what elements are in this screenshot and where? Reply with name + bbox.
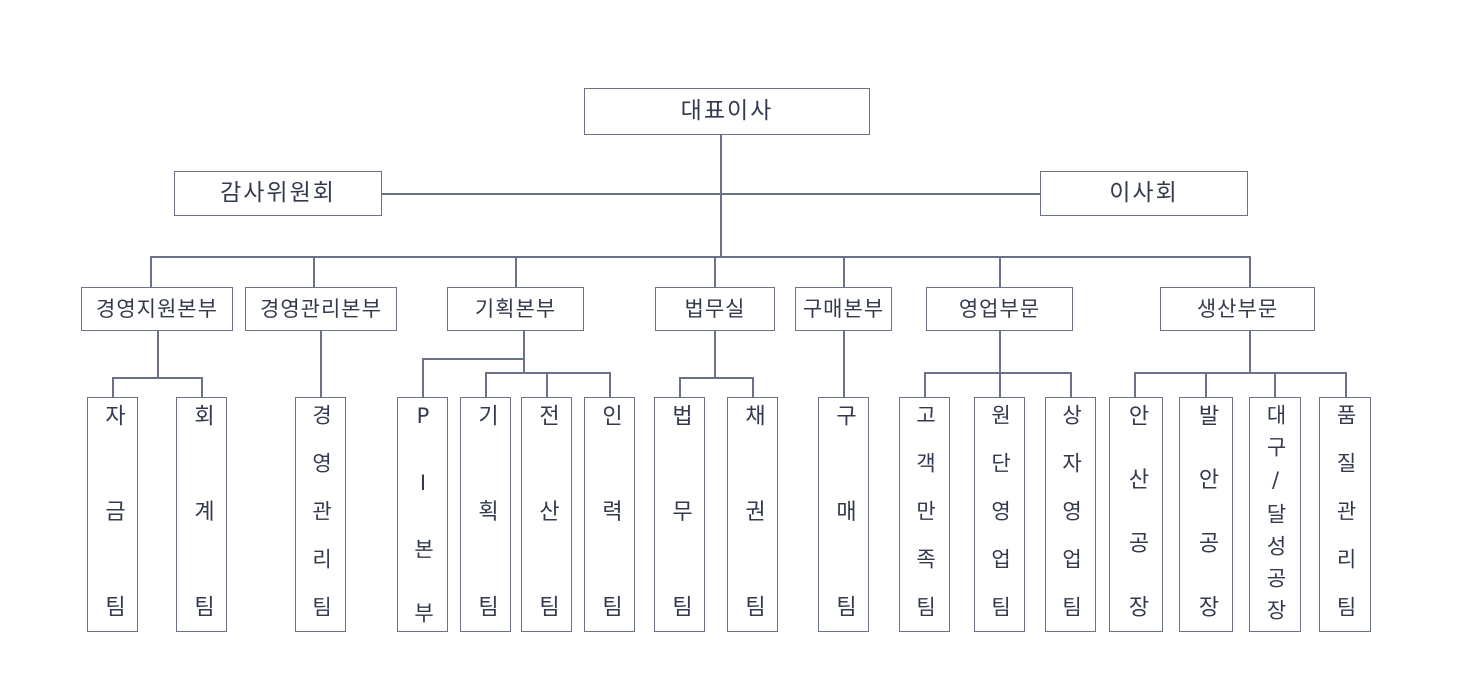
node-team-it[interactable]: 전산팀 [521,397,572,691]
node-team-box-sales[interactable]: 상자영업팀 [1045,397,1096,644]
node-division-sales[interactable]: 영업부문 [926,287,1073,331]
node-team-0-label: 자금팀 [100,404,126,691]
connector-drop-div-4 [843,256,845,287]
connector-stem-planning [523,331,525,372]
node-plant-balan[interactable]: 발안공장 [1179,397,1233,659]
node-team-9-label: 구매팀 [831,404,857,691]
connector-drop-team-6 [609,372,611,397]
connector-drop-div-6 [1249,256,1251,287]
connector-drop-team-4 [485,372,487,397]
connector-drop-team-13 [1134,372,1136,397]
node-division-management-support[interactable]: 경영지원본부 [81,287,233,331]
connector-bar-legal [679,377,753,379]
node-division-production[interactable]: 생산부문 [1160,287,1315,331]
node-team-11-label: 원단영업팀 [988,404,1012,644]
connector-drop-div-0 [150,256,152,287]
connector-drop-div-2 [515,256,517,287]
node-division-1-label: 경영관리본부 [260,296,382,321]
connector-drop-team-8 [752,377,754,397]
node-division-purchasing[interactable]: 구매본부 [795,287,892,331]
node-team-1-label: 회계팀 [189,404,215,691]
node-team-funds[interactable]: 자금팀 [87,397,138,691]
node-team-pi-headquarters[interactable]: PI본부 [397,397,448,666]
connector-stem-mgmt-support [157,331,159,377]
connector-drop-div-5 [999,256,1001,287]
node-board-of-directors[interactable]: 이사회 [1040,171,1248,216]
node-division-0-label: 경영지원본부 [96,296,218,321]
node-team-14-label: 발안공장 [1194,404,1219,659]
connector-stem-legal [714,331,716,377]
node-team-15-label: 대구/달성공장 [1263,404,1288,631]
node-team-fabric-sales[interactable]: 원단영업팀 [974,397,1025,644]
node-team-2-label: 경영관리팀 [309,404,333,644]
node-audit-committee-label: 감사위원회 [220,180,336,206]
connector-drop-div-3 [714,256,716,287]
connector-drop-team-14 [1205,372,1207,397]
connector-drop-team-15 [1274,372,1276,397]
node-team-management-admin[interactable]: 경영관리팀 [295,397,346,644]
connector-drop-team-0 [112,377,114,397]
node-board-of-directors-label: 이사회 [1109,180,1179,206]
node-audit-committee[interactable]: 감사위원회 [174,171,382,216]
node-team-16-label: 품질관리팀 [1333,404,1358,644]
connector-drop-team-16 [1345,372,1347,397]
node-team-10-label: 고객만족팀 [913,404,937,644]
node-team-accounting[interactable]: 회계팀 [176,397,227,691]
connector-bar-mgmt-support [112,377,202,379]
connector-stem-production [1249,331,1251,372]
node-team-13-label: 안산공장 [1124,404,1149,659]
connector-bar-sales [924,372,1071,374]
connector-division-bus [150,256,1250,258]
connector-drop-div-1 [313,256,315,287]
connector-audit-board-line [382,193,1040,195]
connector-stem-purchasing [843,331,845,397]
node-team-quality-control[interactable]: 품질관리팀 [1319,397,1371,644]
connector-stem-mgmt-admin [320,331,322,397]
connector-ceo-stem [720,135,722,256]
node-division-management-admin[interactable]: 경영관리본부 [245,287,397,331]
node-division-6-label: 생산부문 [1196,296,1279,321]
connector-drop-team-12 [1070,372,1072,397]
node-division-5-label: 영업부문 [958,296,1041,321]
connector-drop-team-3 [422,358,424,397]
node-plant-ansan[interactable]: 안산공장 [1109,397,1163,659]
node-team-8-label: 채권팀 [740,404,766,691]
node-team-receivables[interactable]: 채권팀 [727,397,778,691]
connector-drop-team-5 [546,372,548,397]
node-team-12-label: 상자영업팀 [1059,404,1083,644]
connector-stem-sales [999,331,1001,372]
node-team-3-label: PI본부 [411,404,435,666]
node-team-customer-satisfaction[interactable]: 고객만족팀 [899,397,950,644]
connector-drop-team-7 [679,377,681,397]
connector-bar-production [1134,372,1346,374]
connector-drop-team-1 [201,377,203,397]
node-team-7-label: 법무팀 [667,404,693,691]
node-ceo[interactable]: 대표이사 [584,88,870,135]
node-team-planning[interactable]: 기획팀 [460,397,511,691]
node-division-4-label: 구매본부 [802,296,885,321]
node-division-3-label: 법무실 [684,296,746,321]
node-team-6-label: 인력팀 [597,404,623,691]
node-division-planning[interactable]: 기획본부 [447,287,584,331]
connector-bar-planning-upper [422,358,523,360]
node-plant-daegu-dalseong[interactable]: 대구/달성공장 [1249,397,1301,632]
node-ceo-label: 대표이사 [680,98,774,124]
connector-drop-team-11 [999,372,1001,397]
connector-drop-team-10 [924,372,926,397]
node-team-legal[interactable]: 법무팀 [654,397,705,691]
node-division-legal-office[interactable]: 법무실 [655,287,775,331]
node-team-purchasing[interactable]: 구매팀 [818,397,869,691]
node-division-2-label: 기획본부 [474,296,557,321]
node-team-4-label: 기획팀 [473,404,499,691]
node-team-hr[interactable]: 인력팀 [584,397,635,691]
node-team-5-label: 전산팀 [534,404,560,691]
